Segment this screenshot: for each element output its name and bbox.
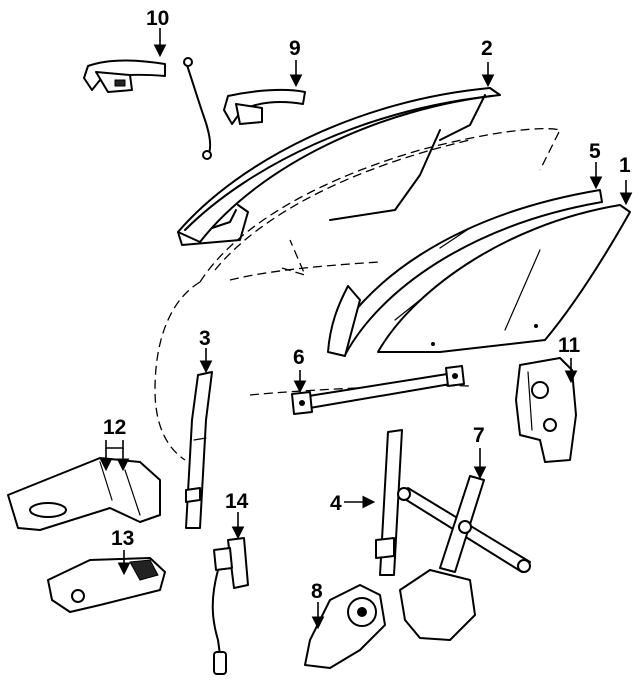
regulator-motor-part-8 bbox=[304, 584, 386, 669]
callout-number-13: 13 bbox=[111, 527, 134, 550]
callout-number-1: 1 bbox=[619, 154, 631, 177]
callout-2: 2 bbox=[481, 37, 495, 88]
callout-number-9: 9 bbox=[289, 37, 301, 60]
callout-4: 4 bbox=[330, 492, 376, 515]
callout-3: 3 bbox=[199, 327, 213, 374]
hinge-bracket-part-12 bbox=[7, 457, 161, 531]
callout-number-5: 5 bbox=[589, 140, 601, 163]
callout-10: 10 bbox=[146, 7, 169, 58]
callout-9: 9 bbox=[289, 37, 303, 88]
door-check-part-13 bbox=[47, 557, 166, 613]
callout-number-6: 6 bbox=[293, 346, 305, 369]
callout-7: 7 bbox=[473, 424, 487, 480]
front-guide-part-4 bbox=[375, 429, 403, 576]
switch-harness-part-14 bbox=[211, 537, 249, 675]
outside-handle-part-10 bbox=[83, 59, 166, 93]
callout-number-8: 8 bbox=[311, 580, 323, 603]
outside-handle-part-9 bbox=[183, 57, 306, 160]
callout-14: 14 bbox=[225, 490, 249, 540]
callout-number-3: 3 bbox=[199, 327, 211, 350]
glass-run-part-5 bbox=[327, 189, 603, 357]
callout-number-7: 7 bbox=[473, 424, 485, 447]
callout-number-12: 12 bbox=[103, 416, 126, 439]
callout-6: 6 bbox=[293, 346, 307, 394]
callout-number-14: 14 bbox=[225, 490, 249, 513]
callout-5: 5 bbox=[589, 140, 603, 190]
callout-13: 13 bbox=[111, 527, 134, 576]
rear-guide-part-3 bbox=[185, 371, 213, 529]
callout-number-11: 11 bbox=[558, 334, 581, 357]
callout-number-10: 10 bbox=[146, 7, 169, 30]
callout-12: 12 bbox=[99, 416, 130, 472]
callout-1: 1 bbox=[619, 154, 633, 206]
callout-11: 11 bbox=[558, 334, 581, 384]
window-frame-part-2 bbox=[177, 87, 501, 246]
door-latch-part-11 bbox=[515, 357, 577, 463]
window-regulator-part-7 bbox=[397, 475, 531, 641]
callout-8: 8 bbox=[311, 580, 325, 630]
callout-number-2: 2 bbox=[481, 37, 493, 60]
callout-number-4: 4 bbox=[330, 492, 342, 515]
lift-channel-part-6 bbox=[291, 365, 465, 415]
